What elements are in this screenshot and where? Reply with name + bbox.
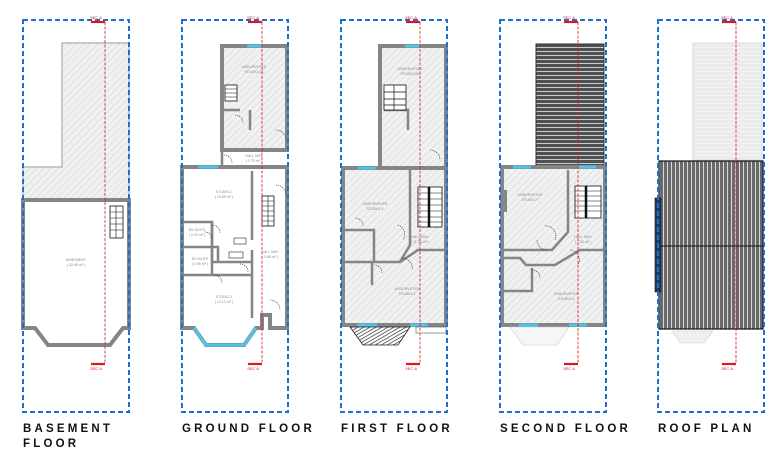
room-area: STUDIO-7 — [522, 198, 539, 202]
rear-roof-outline — [692, 42, 763, 161]
section-label-bottom: SEC A — [563, 366, 575, 371]
room-area: ( 2.70 m² ) — [246, 159, 263, 163]
room-area: ( 32.45 m² ) — [67, 263, 86, 267]
stair-icon — [224, 84, 275, 227]
rear-roof — [535, 43, 605, 167]
room-name: STUDIO-2 — [216, 190, 233, 194]
room-area: ( 3.88 m² ) — [262, 255, 279, 259]
room-name: HALL WAY — [261, 250, 279, 254]
room-name: BASEMENT — [66, 258, 87, 262]
site-boundary — [181, 19, 289, 413]
section-label-bottom: SEC A — [405, 366, 417, 371]
section-label-bottom: SEC A — [90, 366, 102, 371]
roof-plan: SEC A SEC A ROOF PLAN — [654, 15, 765, 435]
room-name: HALL WAY — [411, 235, 429, 239]
site-boundary — [499, 19, 607, 413]
room-name: EN SUITE — [189, 228, 206, 232]
kitchenette-sink-icon — [228, 237, 247, 259]
room-name: UNSURVEYED — [395, 287, 420, 291]
room-area: STUDIO-6 — [558, 297, 575, 301]
door-swings — [531, 225, 580, 279]
room-name: UNSURVEYED — [398, 67, 423, 71]
room-area: ( 1.96 m² ) — [192, 262, 209, 266]
floor-title: FIRST FLOOR — [341, 423, 453, 435]
floor-title-line2: FLOOR — [23, 438, 79, 450]
stair-icon — [109, 205, 124, 239]
room-area: STUDIO-4 — [367, 207, 384, 211]
bay-window — [192, 327, 258, 347]
room-area: STUDIO-5A — [400, 72, 420, 76]
ground-floor-plan: UNSURVEYED STUDIO-3A HALL WAY ( 2.70 m² … — [180, 15, 315, 435]
door-swings — [204, 114, 287, 311]
site-boundary — [340, 19, 448, 413]
room-name: UNSURVEYED — [518, 193, 543, 197]
basement-floor-plan: BASEMENT ( 32.45 m² ) SEC A SEC A BASEME… — [21, 15, 131, 450]
room-name: EN SUITE — [192, 257, 209, 261]
room-area: STUDIO-3A — [244, 70, 264, 74]
floor-title: GROUND FLOOR — [182, 423, 315, 435]
room-name: UNSURVEYED — [363, 202, 388, 206]
room-area: ( 11.24 m² ) — [411, 240, 429, 244]
site-boundary — [657, 19, 765, 413]
floor-title: SECOND FLOOR — [500, 423, 631, 435]
room-area: STUDIO-3 — [399, 292, 416, 296]
section-label-bottom: SEC A — [721, 366, 733, 371]
section-label-bottom: SEC A — [247, 366, 259, 371]
second-floor-plan: UNSURVEYED STUDIO-7 HALL WAY ( 7.53 m² )… — [499, 15, 631, 435]
room-area: ( 13.13 m² ) — [215, 300, 234, 304]
section-label-top: SEC A — [247, 15, 259, 20]
room-area: ( 10.69 m² ) — [215, 195, 234, 199]
bay-roof — [349, 326, 411, 346]
section-label-top: SEC A — [721, 15, 733, 20]
bay-roof — [509, 326, 570, 346]
bay-roof — [671, 330, 714, 344]
room-area: ( 7.53 m² ) — [575, 240, 592, 244]
unexcavated-area — [22, 42, 130, 201]
room-name: HALL WAY — [574, 235, 592, 239]
room-name: STUDIO-1 — [216, 295, 233, 299]
floor-title: ROOF PLAN — [658, 423, 755, 435]
section-label-top: SEC A — [90, 15, 102, 20]
section-label-top: SEC A — [563, 15, 575, 20]
room-name: HALL WAY — [245, 154, 263, 158]
floor-title: BASEMENT — [23, 423, 113, 435]
site-boundary — [22, 19, 130, 413]
room-name: UNSURVEYED — [242, 65, 267, 69]
room-area: ( 2.20 m² ) — [189, 233, 206, 237]
first-floor-plan: UNSURVEYED STUDIO-5A UNSURVEYED STUDIO-4… — [340, 15, 453, 435]
stair-icon — [574, 185, 602, 219]
stair-icon — [383, 84, 443, 228]
main-roof — [658, 160, 764, 330]
door-swings — [354, 149, 441, 274]
room-name: UNSURVEYED — [554, 292, 579, 296]
section-label-top: SEC A — [405, 15, 417, 20]
